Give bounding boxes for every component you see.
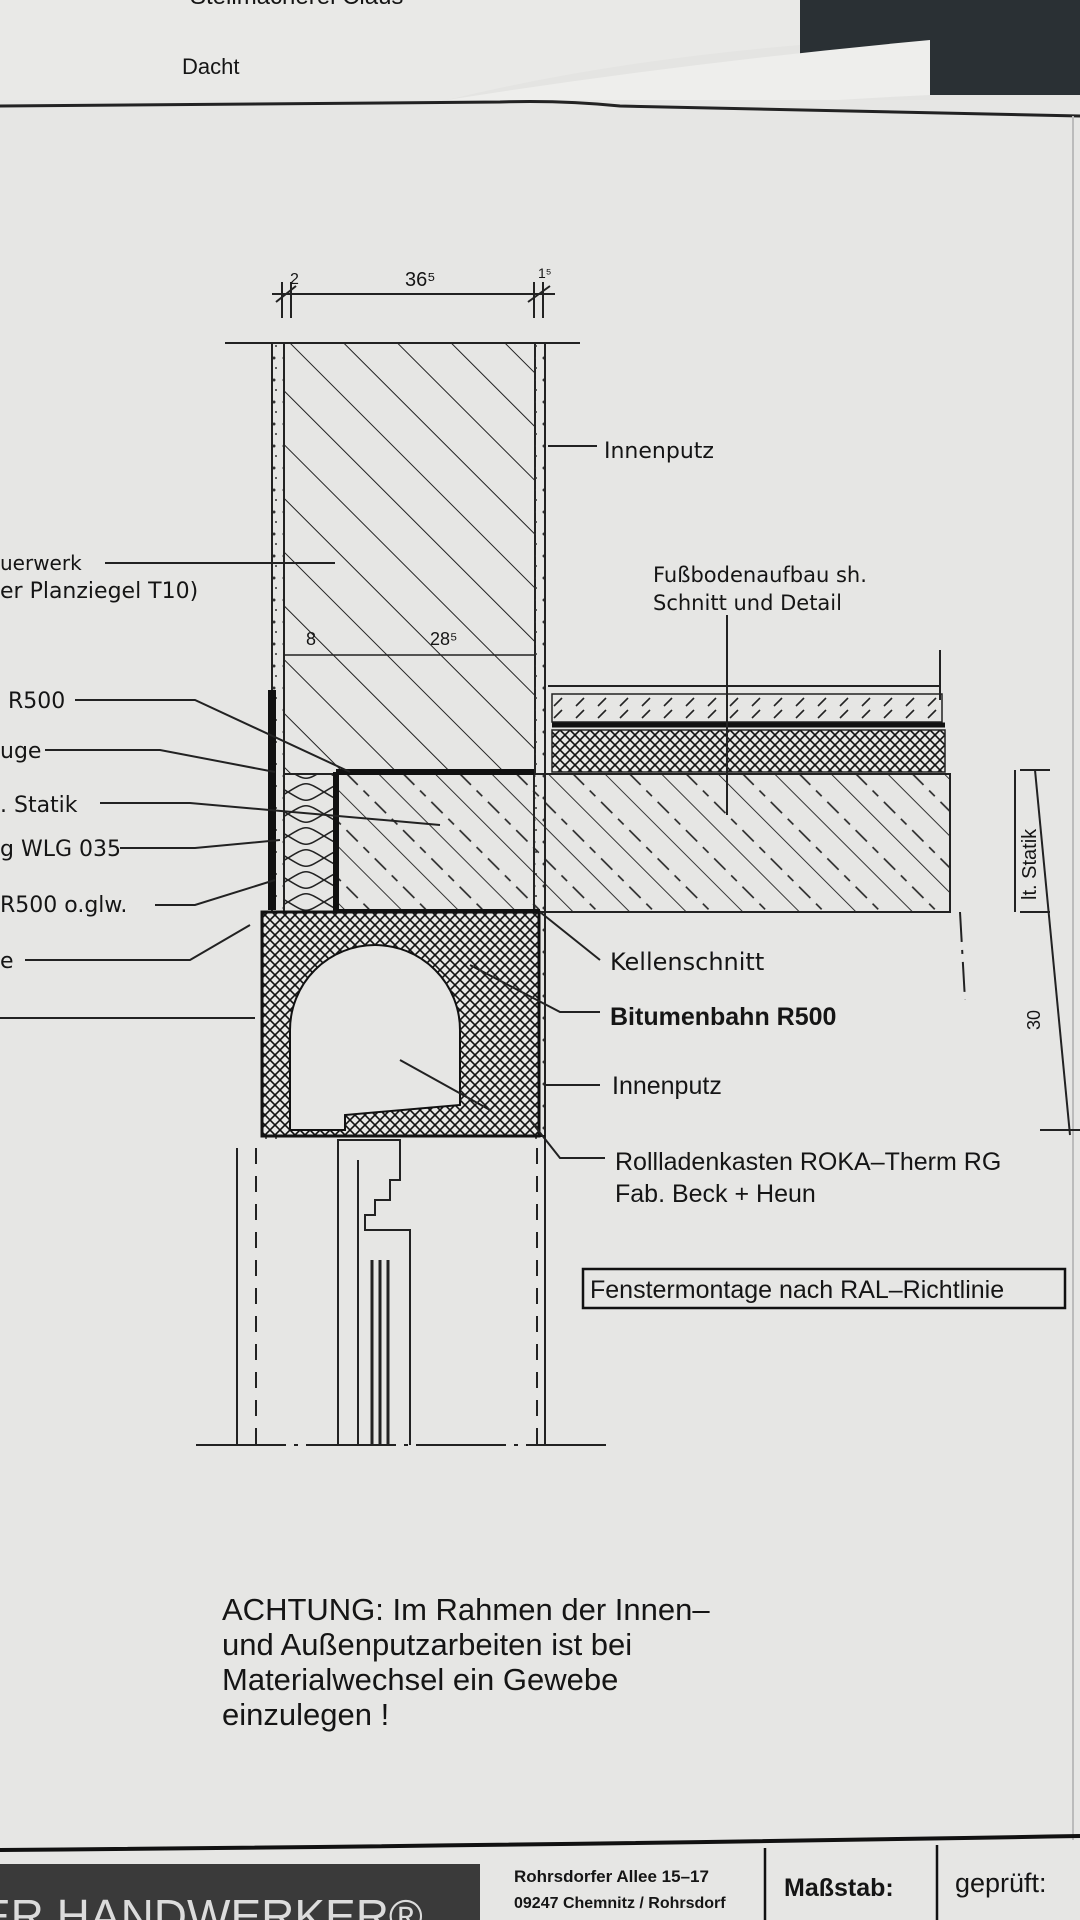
label-left-wlg035: g WLG 035: [0, 837, 121, 862]
label-left-statik: . Statik: [0, 793, 78, 818]
second-sheet-text: Dacht: [182, 54, 239, 79]
warning-line: ACHTUNG: Im Rahmen der Innen–: [222, 1592, 710, 1627]
label-rollladen-line2: Fab. Beck + Heun: [615, 1180, 816, 1208]
warning-line: und Außenputzarbeiten ist bei: [222, 1627, 632, 1662]
dim-top-right: 1⁵: [538, 265, 552, 281]
title-block: ER HANDWERKER® Rohrsdorfer Allee 15–17 0…: [0, 1834, 1080, 1920]
label-innenputz-bottom: Innenputz: [612, 1072, 722, 1100]
top-sheet-text: Stellmacherei Claus: [190, 0, 403, 10]
dim-top-total: 36⁵: [405, 269, 436, 291]
label-rollladen-line1: Rollladenkasten ROKA–Therm RG: [615, 1148, 1001, 1176]
dim-top-left: 2: [290, 271, 299, 288]
scale-label: Maßstab:: [784, 1874, 894, 1902]
label-left-e: e: [0, 949, 14, 974]
label-left-mauerwerk: uerwerk: [0, 551, 82, 575]
slab-dimension: [1014, 769, 1080, 1136]
address-line1: Rohrsdorfer Allee 15–17: [514, 1867, 709, 1886]
warning-note: ACHTUNG: Im Rahmen der Innen– und Außenp…: [222, 1592, 710, 1732]
dim-insulation: 8: [306, 629, 316, 649]
right-leader-lines: [399, 445, 728, 1159]
label-boxed-note: Fenstermontage nach RAL–Richtlinie: [590, 1276, 1004, 1304]
label-floor-line2: Schnitt und Detail: [653, 591, 842, 615]
roller-shutter-box: [260, 910, 545, 1148]
label-floor-line1: Fußbodenaufbau sh.: [653, 563, 867, 587]
dim-slab-label: lt. Statik: [1019, 828, 1041, 900]
top-dimension: [272, 282, 555, 318]
company-name: ER HANDWERKER®: [0, 1890, 423, 1920]
label-left-planziegel: er Planziegel T10): [0, 579, 198, 604]
sheet-border-top: [0, 100, 1080, 118]
label-innenputz-top: Innenputz: [604, 439, 714, 464]
address-line2: 09247 Chemnitz / Rohrsdorf: [514, 1895, 726, 1912]
window-frame: [196, 1139, 606, 1446]
dim-masonry: 28⁵: [430, 629, 457, 649]
note-box: [581, 1267, 1067, 1310]
dim-box-height: 30: [1024, 1010, 1044, 1030]
left-leader-lines: [0, 562, 441, 1019]
label-left-r500: R500: [8, 689, 65, 714]
label-bitumen: Bitumenbahn R500: [610, 1003, 836, 1031]
label-left-fuge: uge: [0, 739, 41, 764]
label-kellenschnitt: Kellenschnitt: [610, 948, 764, 976]
masonry-wall: [225, 342, 580, 1445]
label-left-r500-oglw: R500 o.glw.: [0, 893, 127, 918]
warning-line: einzulegen !: [222, 1697, 389, 1732]
checked-label: geprüft:: [955, 1868, 1047, 1898]
warning-line: Materialwechsel ein Gewebe: [222, 1662, 618, 1697]
ceiling-slab: [283, 769, 951, 915]
floor-buildup: [548, 650, 966, 1001]
